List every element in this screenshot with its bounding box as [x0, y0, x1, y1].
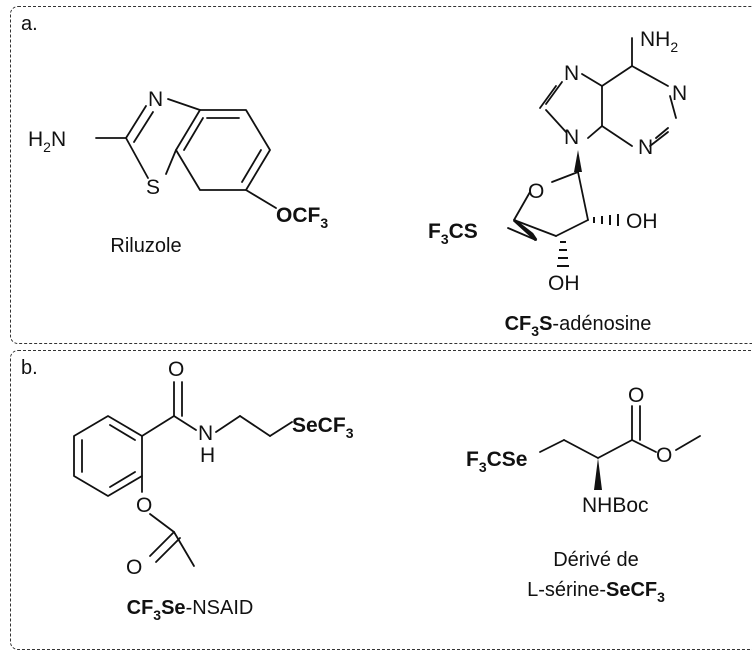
- serine-caption-line2: L-sérine-SeCF3: [527, 579, 665, 605]
- nsaid-benzene-ring: [73, 415, 143, 497]
- panel-b-label: b.: [21, 357, 38, 379]
- nsaid-ester-carbonyl-o-label: O: [126, 556, 142, 579]
- serine-ester-o-label: O: [656, 444, 672, 467]
- molecule-cf3se-nsaid: O N H SeCF3 O O CF3Se-NSAID: [73, 358, 354, 623]
- serine-caption-line1: Dérivé de: [553, 549, 639, 571]
- panel-a: a.: [10, 6, 752, 344]
- adenosine-oh-2-label: OH: [548, 272, 580, 295]
- serine-f3cse-label: F3CSe: [466, 448, 527, 475]
- riluzole-ocf3-label: OCF3: [276, 204, 328, 231]
- adenosine-ring-o-label: O: [528, 180, 544, 203]
- nsaid-caption: CF3Se-NSAID: [127, 597, 254, 623]
- riluzole-s-label: S: [146, 176, 160, 199]
- nsaid-n-label: N: [198, 422, 213, 445]
- panel-a-label: a.: [21, 13, 38, 35]
- molecule-cf3s-adenosine: NH2 N N N N O OH OH F3CS CF3S-adénosine: [428, 28, 687, 339]
- riluzole-caption: Riluzole: [110, 235, 181, 257]
- riluzole-benzene-ring: [175, 109, 271, 191]
- serine-carbonyl-o-label: O: [628, 384, 644, 407]
- molecule-riluzole: H2N N S OCF3 Riluzole: [28, 88, 328, 257]
- riluzole-h2n-label: H2N: [28, 128, 66, 155]
- molecule-l-serine-secf3: F3CSe O O NHBoc Dérivé de L-sérine-SeCF3: [466, 384, 701, 605]
- adenosine-n7-label: N: [564, 62, 579, 85]
- adenosine-caption: CF3S-adénosine: [505, 313, 652, 339]
- adenosine-n9-label: N: [564, 126, 579, 149]
- adenosine-nh2-label: NH2: [640, 28, 678, 55]
- nsaid-ester-o-label: O: [136, 494, 152, 517]
- adenosine-n3-label: N: [638, 136, 653, 159]
- nsaid-secf3-label: SeCF3: [292, 414, 354, 441]
- serine-nhboc-label: NHBoc: [582, 494, 649, 517]
- structures-canvas: H2N N S OCF3 Riluzole: [28, 28, 701, 623]
- adenosine-f3cs-label: F3CS: [428, 220, 478, 247]
- adenosine-n1-label: N: [672, 82, 687, 105]
- riluzole-n-label: N: [148, 88, 163, 111]
- nsaid-carbonyl-o-label: O: [168, 358, 184, 381]
- adenosine-oh-3-label: OH: [626, 210, 658, 233]
- nsaid-h-label: H: [200, 444, 215, 467]
